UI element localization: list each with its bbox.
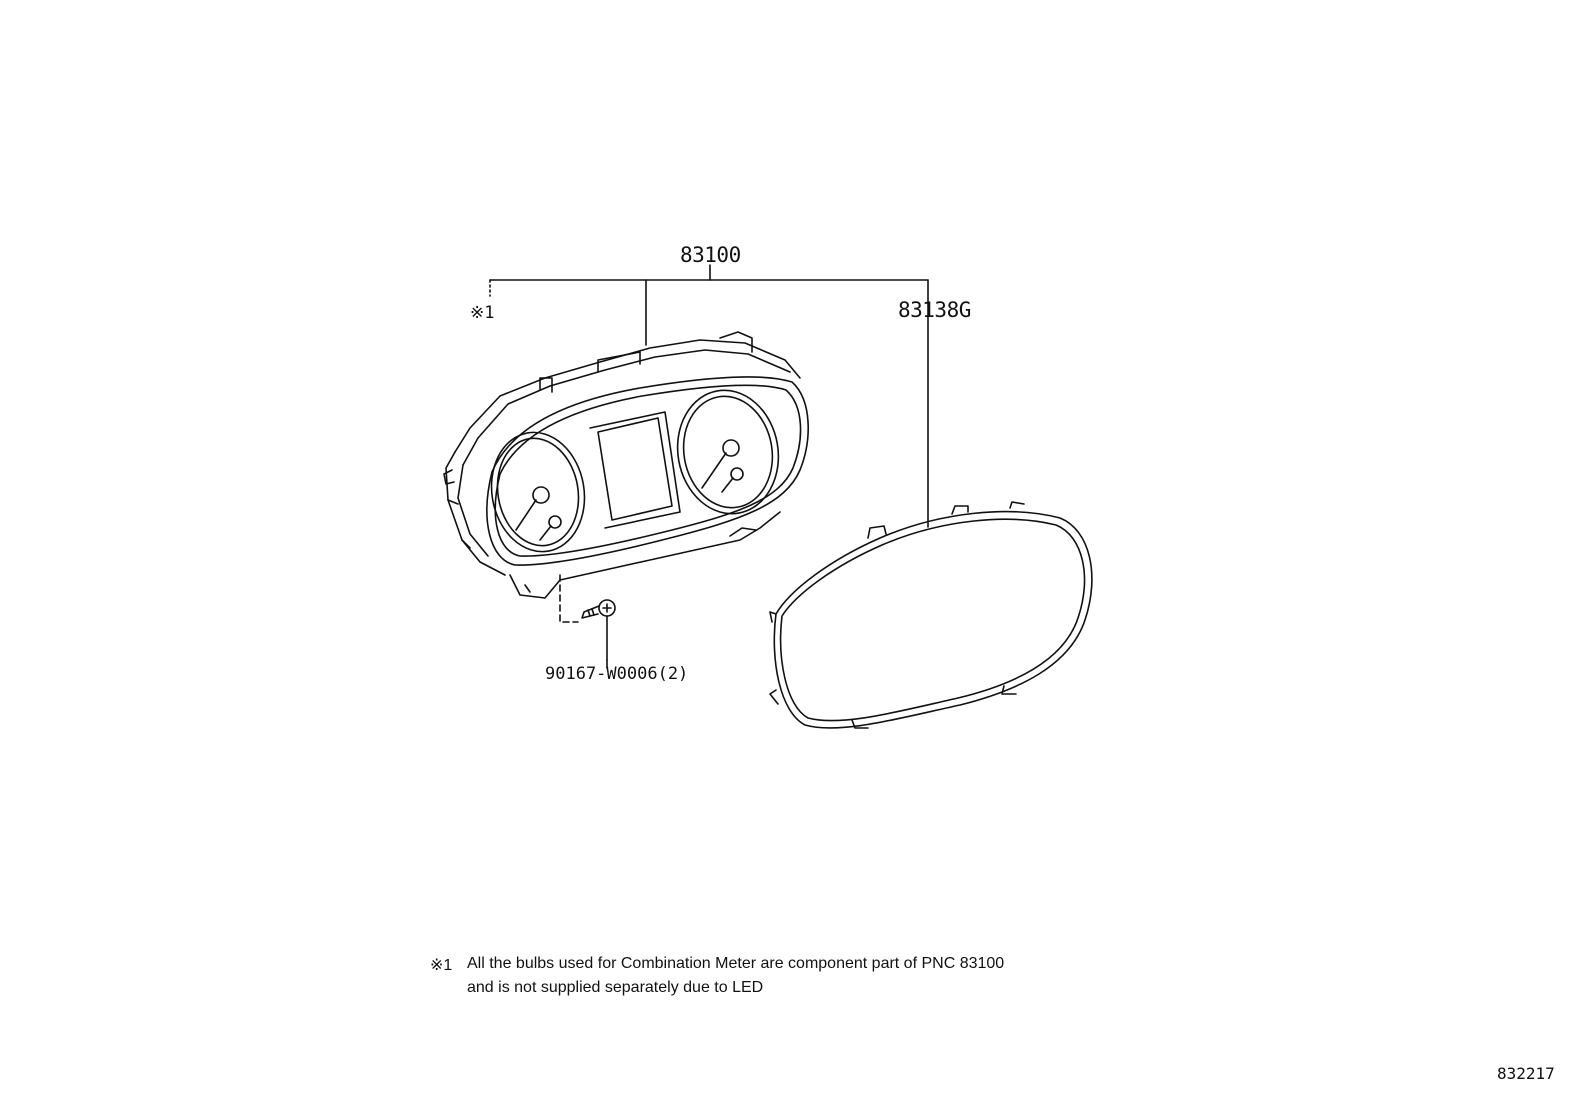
part-number-83138g: 83138G xyxy=(898,298,971,322)
footnote-marker: ※1 xyxy=(430,957,453,974)
meter-lens-drawing xyxy=(769,501,1093,729)
diagram-id: 832217 xyxy=(1497,1064,1555,1083)
combination-meter-drawing xyxy=(443,331,809,623)
screw-drawing xyxy=(581,599,616,661)
part-number-83100: 83100 xyxy=(680,243,741,267)
leader-lines-83100 xyxy=(489,264,929,528)
note-marker-label: ※1 xyxy=(470,303,495,323)
footnote-line-1: All the bulbs used for Combination Meter… xyxy=(467,955,1005,972)
footnote-line-2: and is not supplied separately due to LE… xyxy=(467,979,764,996)
part-number-screw: 90167-W0006(2) xyxy=(545,664,689,684)
